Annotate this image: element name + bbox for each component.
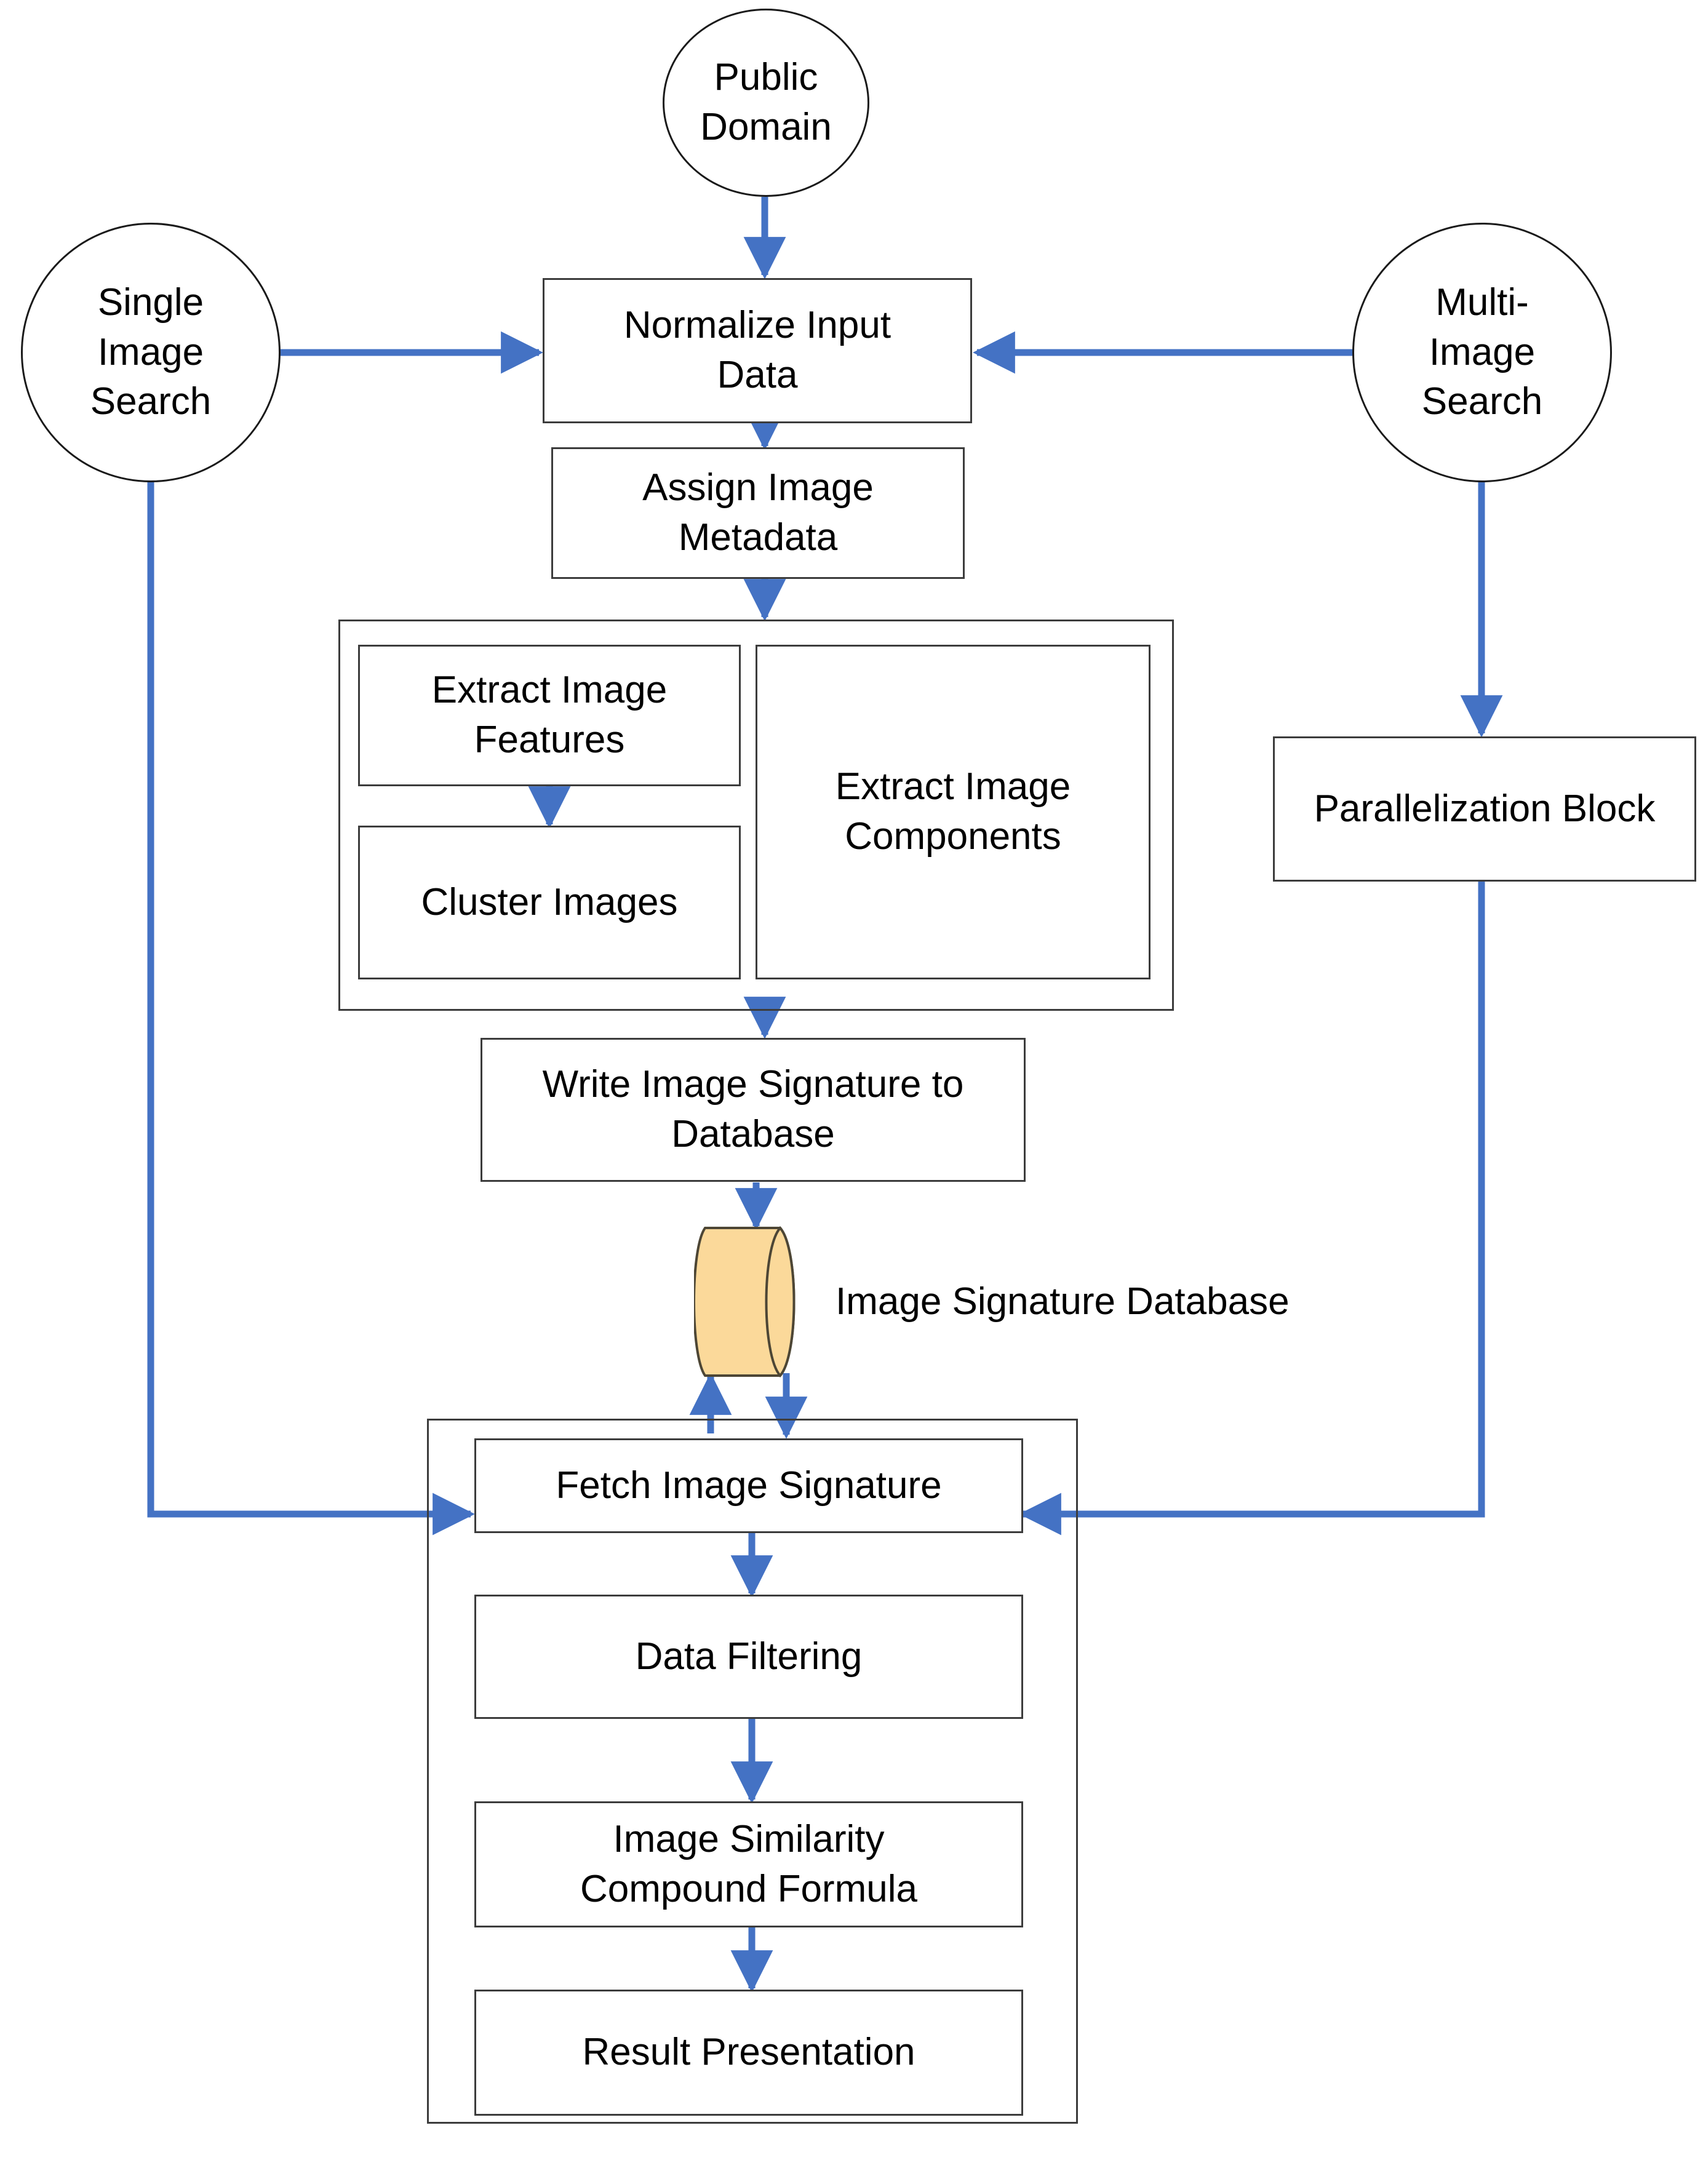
normalize-label-line2: Data	[717, 354, 798, 396]
input-public-domain[interactable]: Public Domain	[663, 9, 869, 197]
process-write-image-signature-to-database[interactable]: Write Image Signature to Database	[481, 1038, 1026, 1182]
single-search-label-line3: Search	[90, 380, 212, 423]
process-image-similarity-compound-formula[interactable]: Image Similarity Compound Formula	[474, 1801, 1023, 1927]
components-label-line1: Extract Image	[835, 765, 1071, 808]
multi-search-label-line3: Search	[1421, 380, 1543, 423]
public-domain-label-line1: Public	[714, 56, 818, 99]
multi-search-label-line1: Multi-	[1435, 281, 1529, 324]
process-result-presentation[interactable]: Result Presentation	[474, 1990, 1023, 2116]
filtering-label: Data Filtering	[635, 1635, 863, 1678]
container-search-group	[427, 1419, 1078, 2124]
single-search-label-line1: Single	[97, 281, 204, 324]
container-extraction-group	[338, 620, 1174, 1011]
public-domain-label-line2: Domain	[700, 106, 832, 148]
features-label-line2: Features	[474, 719, 625, 761]
features-label-line1: Extract Image	[431, 669, 668, 712]
similarity-label-line2: Compound Formula	[580, 1867, 917, 1910]
result-label: Result Presentation	[582, 2031, 915, 2074]
database-caption: Image Signature Database	[836, 1280, 1290, 1323]
process-parallelization-block[interactable]: Parallelization Block	[1273, 736, 1696, 882]
process-fetch-image-signature[interactable]: Fetch Image Signature	[474, 1438, 1023, 1533]
components-label-line2: Components	[845, 815, 1061, 858]
database-caption-text: Image Signature Database	[836, 1280, 1290, 1323]
process-assign-image-metadata[interactable]: Assign Image Metadata	[551, 447, 965, 579]
fetch-label: Fetch Image Signature	[556, 1464, 942, 1507]
assign-label-line1: Assign Image	[642, 466, 874, 509]
process-cluster-images[interactable]: Cluster Images	[358, 826, 741, 979]
similarity-label-line1: Image Similarity	[613, 1817, 885, 1860]
parallelization-label: Parallelization Block	[1314, 787, 1656, 830]
input-single-image-search[interactable]: Single Image Search	[21, 223, 281, 482]
normalize-label-line1: Normalize Input	[623, 304, 891, 347]
write-label-line2: Database	[671, 1113, 835, 1155]
process-extract-image-components[interactable]: Extract Image Components	[756, 645, 1151, 979]
process-data-filtering[interactable]: Data Filtering	[474, 1595, 1023, 1719]
assign-label-line2: Metadata	[678, 516, 838, 559]
input-multi-image-search[interactable]: Multi- Image Search	[1352, 223, 1612, 482]
single-search-label-line2: Image	[97, 330, 204, 373]
multi-search-label-line2: Image	[1429, 330, 1536, 373]
process-normalize-input-data[interactable]: Normalize Input Data	[543, 278, 972, 423]
database-cylinder-icon	[694, 1226, 796, 1378]
process-extract-image-features[interactable]: Extract Image Features	[358, 645, 741, 786]
cluster-label: Cluster Images	[421, 880, 678, 923]
write-label-line1: Write Image Signature to	[542, 1063, 964, 1106]
